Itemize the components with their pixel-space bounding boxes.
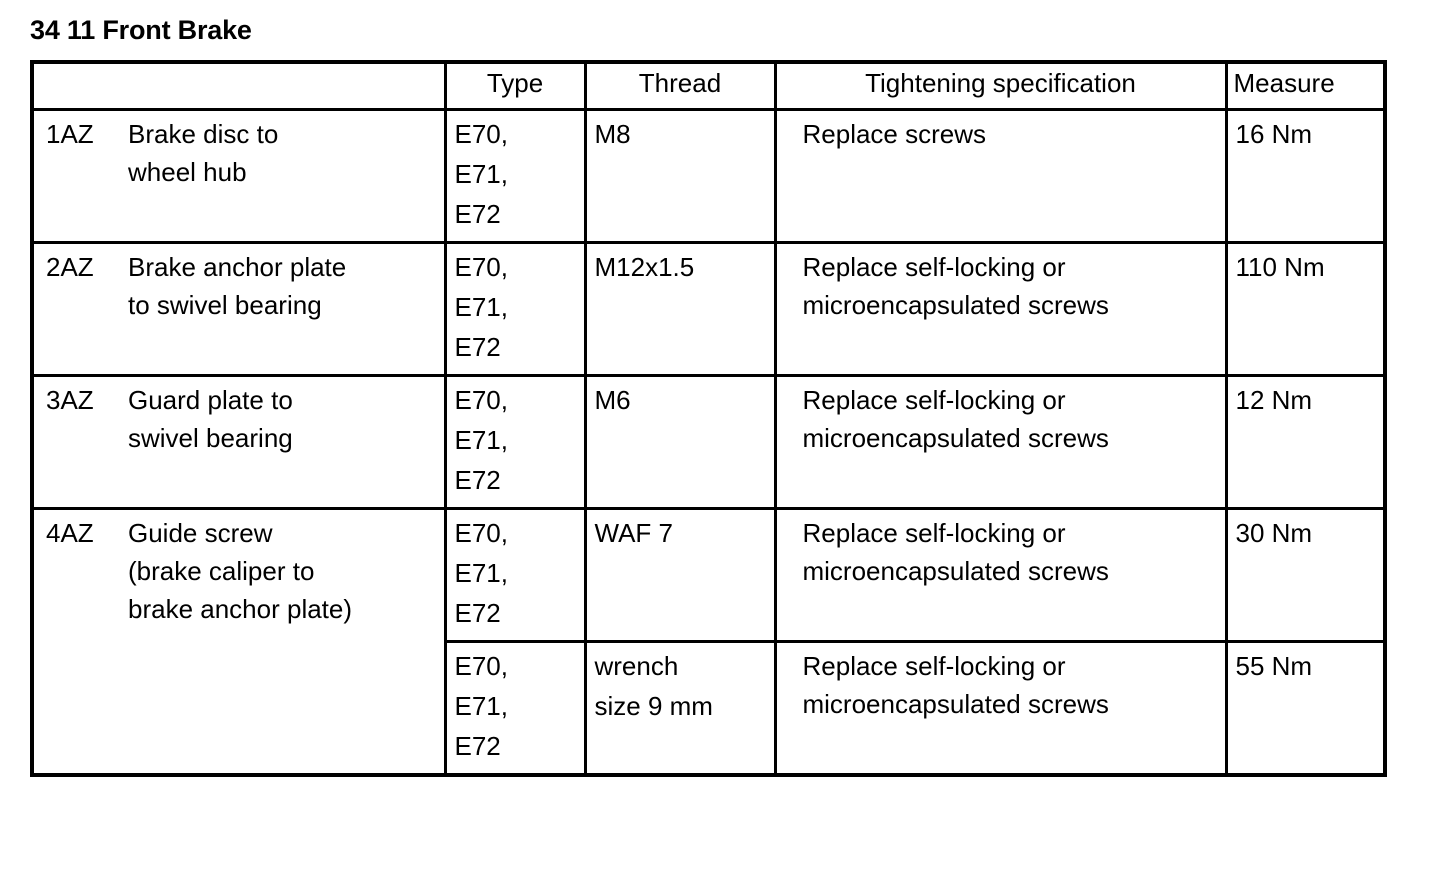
cell-thread: WAF 7 xyxy=(583,507,777,643)
cell-thread: M12x1.5 xyxy=(583,241,777,377)
cell-tightening-specification: Replace self-locking or microencapsulate… xyxy=(773,640,1228,777)
column-header-tightening-specification: Tightening specification xyxy=(773,60,1228,111)
cell-description: 3AZ Guard plate to swivel bearing xyxy=(30,374,447,510)
measure-value: 55 Nm xyxy=(1235,651,1313,681)
reference-code: 4AZ xyxy=(46,518,94,548)
torque-specification-table: Type Thread Tightening specification Mea… xyxy=(30,60,1387,777)
column-header-measure-label: Measure xyxy=(1233,68,1335,98)
measure-value: 16 Nm xyxy=(1235,119,1313,149)
table-row: 1AZ Brake disc to wheel hub E70, E71, E7… xyxy=(30,108,1387,244)
table-header: Type Thread Tightening specification Mea… xyxy=(30,60,1387,111)
column-header-tightening-label: Tightening specification xyxy=(865,68,1136,98)
description-line: Brake anchor plate xyxy=(128,252,347,282)
column-header-type: Type xyxy=(443,60,587,111)
column-header-reference xyxy=(30,60,447,111)
description-text: Brake anchor plate to swivel bearing xyxy=(128,254,438,318)
description-line: brake anchor plate) xyxy=(128,594,353,624)
description-line: Guide screw xyxy=(128,518,273,548)
type-line: E70, xyxy=(454,119,509,149)
thread-line: M12x1.5 xyxy=(594,252,695,282)
thread-line: WAF 7 xyxy=(594,518,673,548)
page-title: 34 11 Front Brake xyxy=(30,15,252,45)
type-line: E71, xyxy=(454,292,509,322)
type-line: E72 xyxy=(454,731,501,761)
cell-thread: M6 xyxy=(583,374,777,510)
reference-code: 2AZ xyxy=(46,252,94,282)
cell-tightening-specification: Replace self-locking or microencapsulate… xyxy=(773,507,1228,643)
cell-description: 1AZ Brake disc to wheel hub xyxy=(30,108,447,244)
cell-thread: wrench size 9 mm xyxy=(583,640,777,777)
type-line: E70, xyxy=(454,651,509,681)
tightening-line: Replace screws xyxy=(802,119,987,149)
description-line: swivel bearing xyxy=(128,423,293,453)
measure-value: 30 Nm xyxy=(1235,518,1313,548)
tightening-line: Replace self-locking or xyxy=(802,651,1066,681)
type-line: E70, xyxy=(454,252,509,282)
tightening-line: microencapsulated screws xyxy=(802,423,1109,453)
type-line: E71, xyxy=(454,691,509,721)
description-text: Guard plate to swivel bearing xyxy=(128,387,438,451)
table-body: 1AZ Brake disc to wheel hub E70, E71, E7… xyxy=(30,108,1387,777)
description-line: (brake caliper to xyxy=(128,556,315,586)
type-line: E70, xyxy=(454,385,509,415)
description-line: wheel hub xyxy=(128,157,247,187)
thread-line: M6 xyxy=(594,385,631,415)
cell-description: 4AZ Guide screw (brake caliper to brake … xyxy=(30,507,447,777)
table-row: 3AZ Guard plate to swivel bearing E70, E… xyxy=(30,374,1387,510)
table-row: 2AZ Brake anchor plate to swivel bearing… xyxy=(30,241,1387,377)
description-line: Brake disc to xyxy=(128,119,279,149)
type-line: E71, xyxy=(454,558,509,588)
header-row: Type Thread Tightening specification Mea… xyxy=(30,60,1387,111)
tightening-line: microencapsulated screws xyxy=(802,290,1109,320)
cell-description: 2AZ Brake anchor plate to swivel bearing xyxy=(30,241,447,377)
column-header-thread: Thread xyxy=(583,60,777,111)
tightening-line: microencapsulated screws xyxy=(802,689,1109,719)
tightening-line: Replace self-locking or xyxy=(802,252,1066,282)
cell-thread: M8 xyxy=(583,108,777,244)
description-line: to swivel bearing xyxy=(128,290,322,320)
column-header-measure: Measure xyxy=(1224,60,1387,111)
type-line: E71, xyxy=(454,425,509,455)
tightening-line: microencapsulated screws xyxy=(802,556,1109,586)
thread-line: wrench xyxy=(594,651,679,681)
type-line: E72 xyxy=(454,332,501,362)
type-line: E72 xyxy=(454,465,501,495)
type-line: E72 xyxy=(454,199,501,229)
cell-tightening-specification: Replace screws xyxy=(773,108,1228,244)
type-line: E72 xyxy=(454,598,501,628)
reference-code: 1AZ xyxy=(46,119,94,149)
measure-value: 110 Nm xyxy=(1235,252,1325,282)
cell-measure: 55 Nm xyxy=(1224,640,1387,777)
column-header-type-label: Type xyxy=(486,68,544,98)
cell-type: E70, E71, E72 xyxy=(443,507,587,643)
cell-type: E70, E71, E72 xyxy=(443,241,587,377)
measure-value: 12 Nm xyxy=(1235,385,1313,415)
cell-measure: 110 Nm xyxy=(1224,241,1387,377)
table-row: E70, E71, E72 wrench size 9 mm Replace s… xyxy=(32,640,1387,777)
table-row: 4AZ Guide screw (brake caliper to brake … xyxy=(30,507,1387,777)
type-line: E70, xyxy=(454,518,509,548)
cell-type: E70, E71, E72 xyxy=(443,374,587,510)
description-text: Brake disc to wheel hub xyxy=(128,121,438,185)
tightening-line: Replace self-locking or xyxy=(802,518,1066,548)
thread-line: M8 xyxy=(594,119,631,149)
column-header-thread-label: Thread xyxy=(638,68,722,98)
thread-line: size 9 mm xyxy=(594,691,713,721)
cell-measure: 12 Nm xyxy=(1224,374,1387,510)
cell-measure: 16 Nm xyxy=(1224,108,1387,244)
reference-code: 3AZ xyxy=(46,385,94,415)
tightening-line: Replace self-locking or xyxy=(802,385,1066,415)
cell-measure: 30 Nm xyxy=(1224,507,1387,643)
description-text: Guide screw (brake caliper to brake anch… xyxy=(128,520,438,622)
cell-type: E70, E71, E72 xyxy=(443,108,587,244)
type-line: E71, xyxy=(454,159,509,189)
column-header-reference-label xyxy=(34,64,444,70)
cell-tightening-specification: Replace self-locking or microencapsulate… xyxy=(773,241,1228,377)
cell-tightening-specification: Replace self-locking or microencapsulate… xyxy=(773,374,1228,510)
cell-type: E70, E71, E72 xyxy=(443,640,587,777)
description-line: Guard plate to xyxy=(128,385,293,415)
